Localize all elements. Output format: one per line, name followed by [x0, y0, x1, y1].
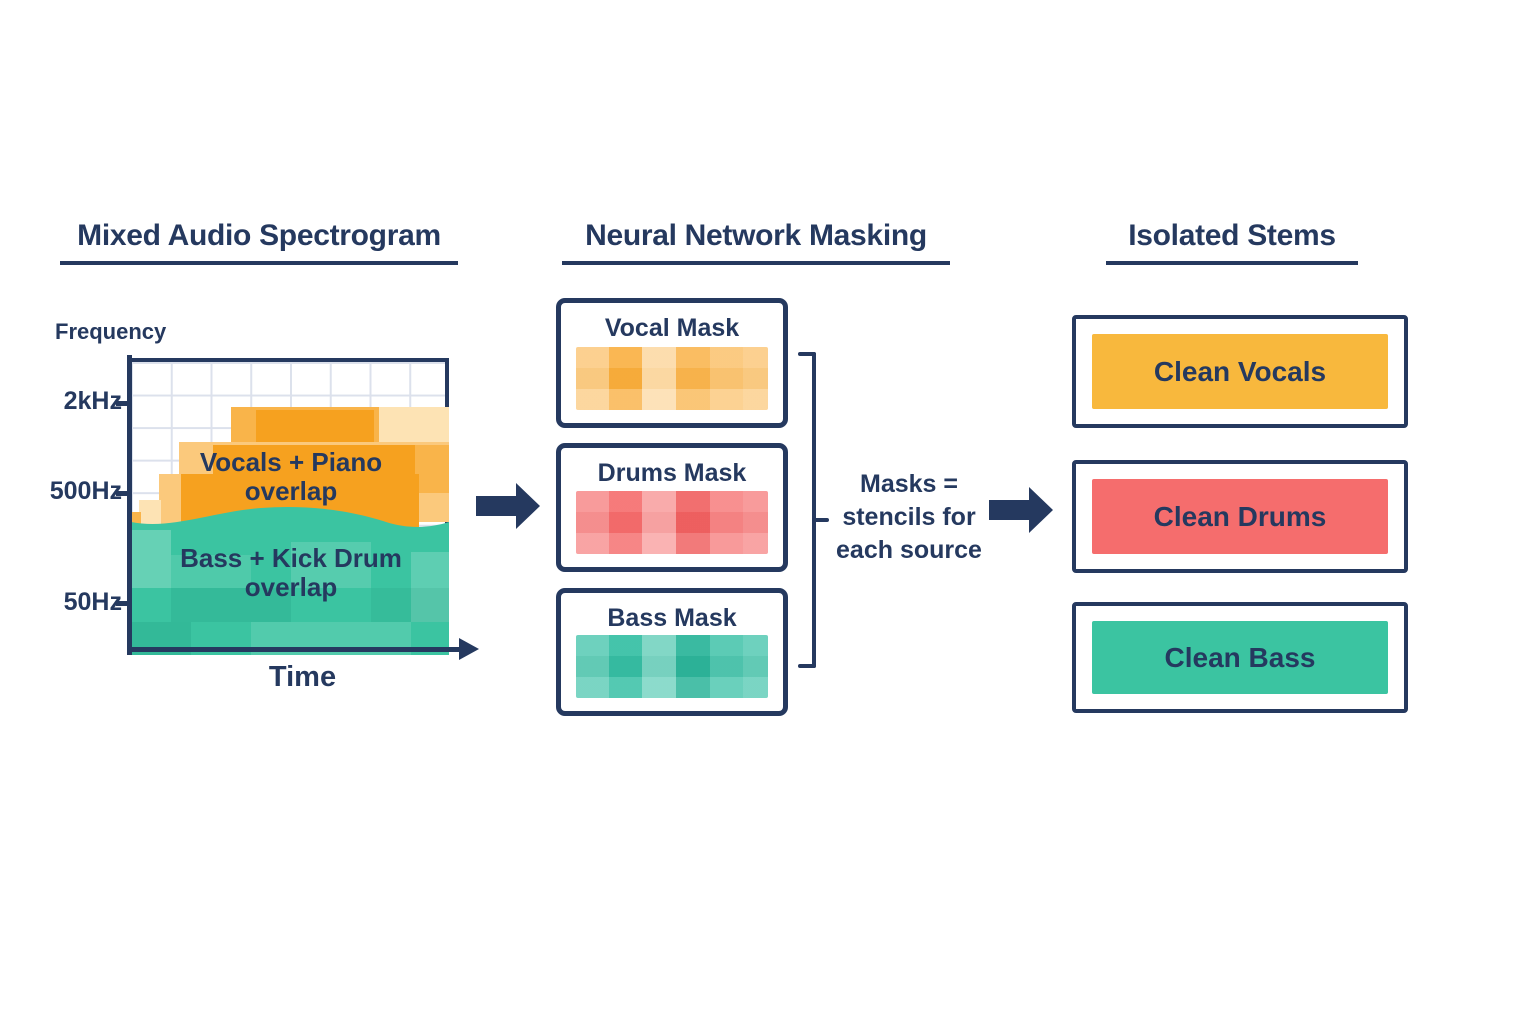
y-tick-label-50hz: 50Hz: [63, 588, 122, 616]
clean-vocals-label: Clean Vocals: [1092, 334, 1388, 409]
y-tick-label-500hz: 500Hz: [49, 477, 122, 505]
x-axis-arrowhead-icon: [459, 638, 479, 660]
spectrogram-section-title: Mixed Audio Spectrogram: [60, 219, 458, 265]
clean-drums-box: Clean Drums: [1072, 460, 1408, 573]
spectrogram-heatmap: [131, 407, 449, 655]
y-tick-2khz: [116, 401, 130, 406]
masks-bracket: [812, 352, 816, 668]
masks-annotation: Masks = stencils for each source: [833, 468, 985, 567]
clean-vocals-box: Clean Vocals: [1072, 315, 1408, 428]
drums-mask-heatmap: [576, 491, 768, 554]
vocal-mask-box: Vocal Mask: [556, 298, 788, 428]
bass-mask-label: Bass Mask: [607, 604, 737, 632]
y-tick-label-2khz: 2kHz: [63, 387, 122, 415]
drums-mask-box: Drums Mask: [556, 443, 788, 572]
masks-annotation-line-2: stencils for: [842, 503, 976, 531]
masks-annotation-line-1: Masks =: [860, 470, 958, 498]
y-tick-500hz: [116, 491, 130, 496]
clean-drums-label: Clean Drums: [1092, 479, 1388, 554]
stems-section-title: Isolated Stems: [1106, 219, 1358, 265]
time-axis-label: Time: [268, 661, 337, 693]
x-axis-line: [127, 647, 459, 652]
masks-annotation-line-3: each source: [836, 536, 982, 564]
spectrogram-plot: Vocals + Piano overlap Bass + Kick Drum …: [131, 358, 449, 655]
masks-bracket-mid-tick: [812, 518, 829, 522]
frequency-axis-label: Frequency: [55, 319, 167, 344]
vocal-mask-heatmap: [576, 347, 768, 410]
masks-bracket-top-hook: [798, 352, 816, 356]
bass-mask-box: Bass Mask: [556, 588, 788, 716]
vocals-piano-overlap-label: Vocals + Piano overlap: [199, 447, 383, 506]
y-axis-line: [127, 355, 132, 655]
bass-mask-heatmap: [576, 635, 768, 698]
vocal-mask-label: Vocal Mask: [604, 314, 740, 342]
masks-bracket-bottom-hook: [798, 664, 816, 668]
clean-bass-box: Clean Bass: [1072, 602, 1408, 713]
arrow-spectrogram-to-masks-icon: [476, 483, 540, 529]
arrow-masks-to-stems-icon: [989, 487, 1053, 533]
bass-kick-overlap-label: Bass + Kick Drum overlap: [180, 543, 402, 602]
clean-bass-label: Clean Bass: [1092, 621, 1388, 694]
drums-mask-label: Drums Mask: [597, 459, 747, 487]
y-tick-50hz: [116, 601, 130, 606]
masking-section-title: Neural Network Masking: [562, 219, 950, 265]
